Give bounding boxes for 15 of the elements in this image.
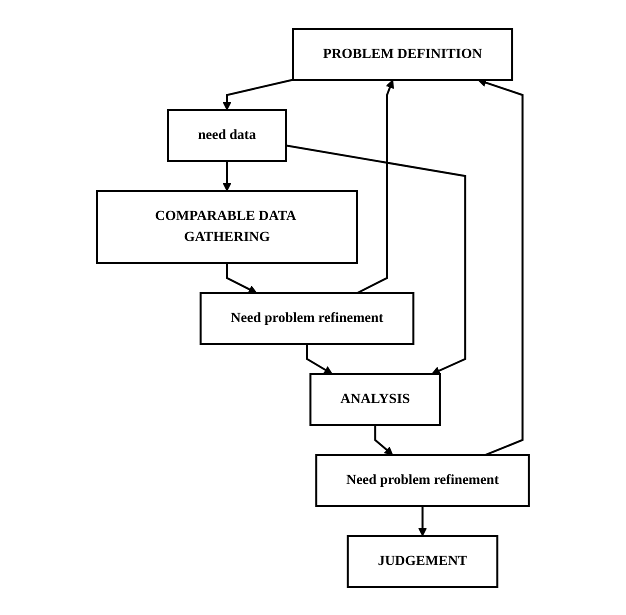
arrow [222, 78, 294, 110]
node-box: ANALYSIS [309, 372, 441, 426]
arrow [374, 424, 394, 455]
arrow [222, 160, 232, 191]
arrow [418, 505, 427, 536]
arrow [286, 144, 466, 374]
node-box: PROBLEM DEFINITION [292, 28, 514, 80]
node-box: COMPARABLE DATA GATHERING [96, 190, 358, 264]
arrow [356, 79, 394, 294]
node-box: need data [167, 108, 288, 162]
node-box: Need problem refinement [200, 292, 414, 344]
arrow [306, 344, 333, 374]
node-box: Need problem refinement [315, 454, 530, 506]
node-box: JUDGEMENT [346, 534, 498, 588]
arrow [226, 262, 258, 293]
